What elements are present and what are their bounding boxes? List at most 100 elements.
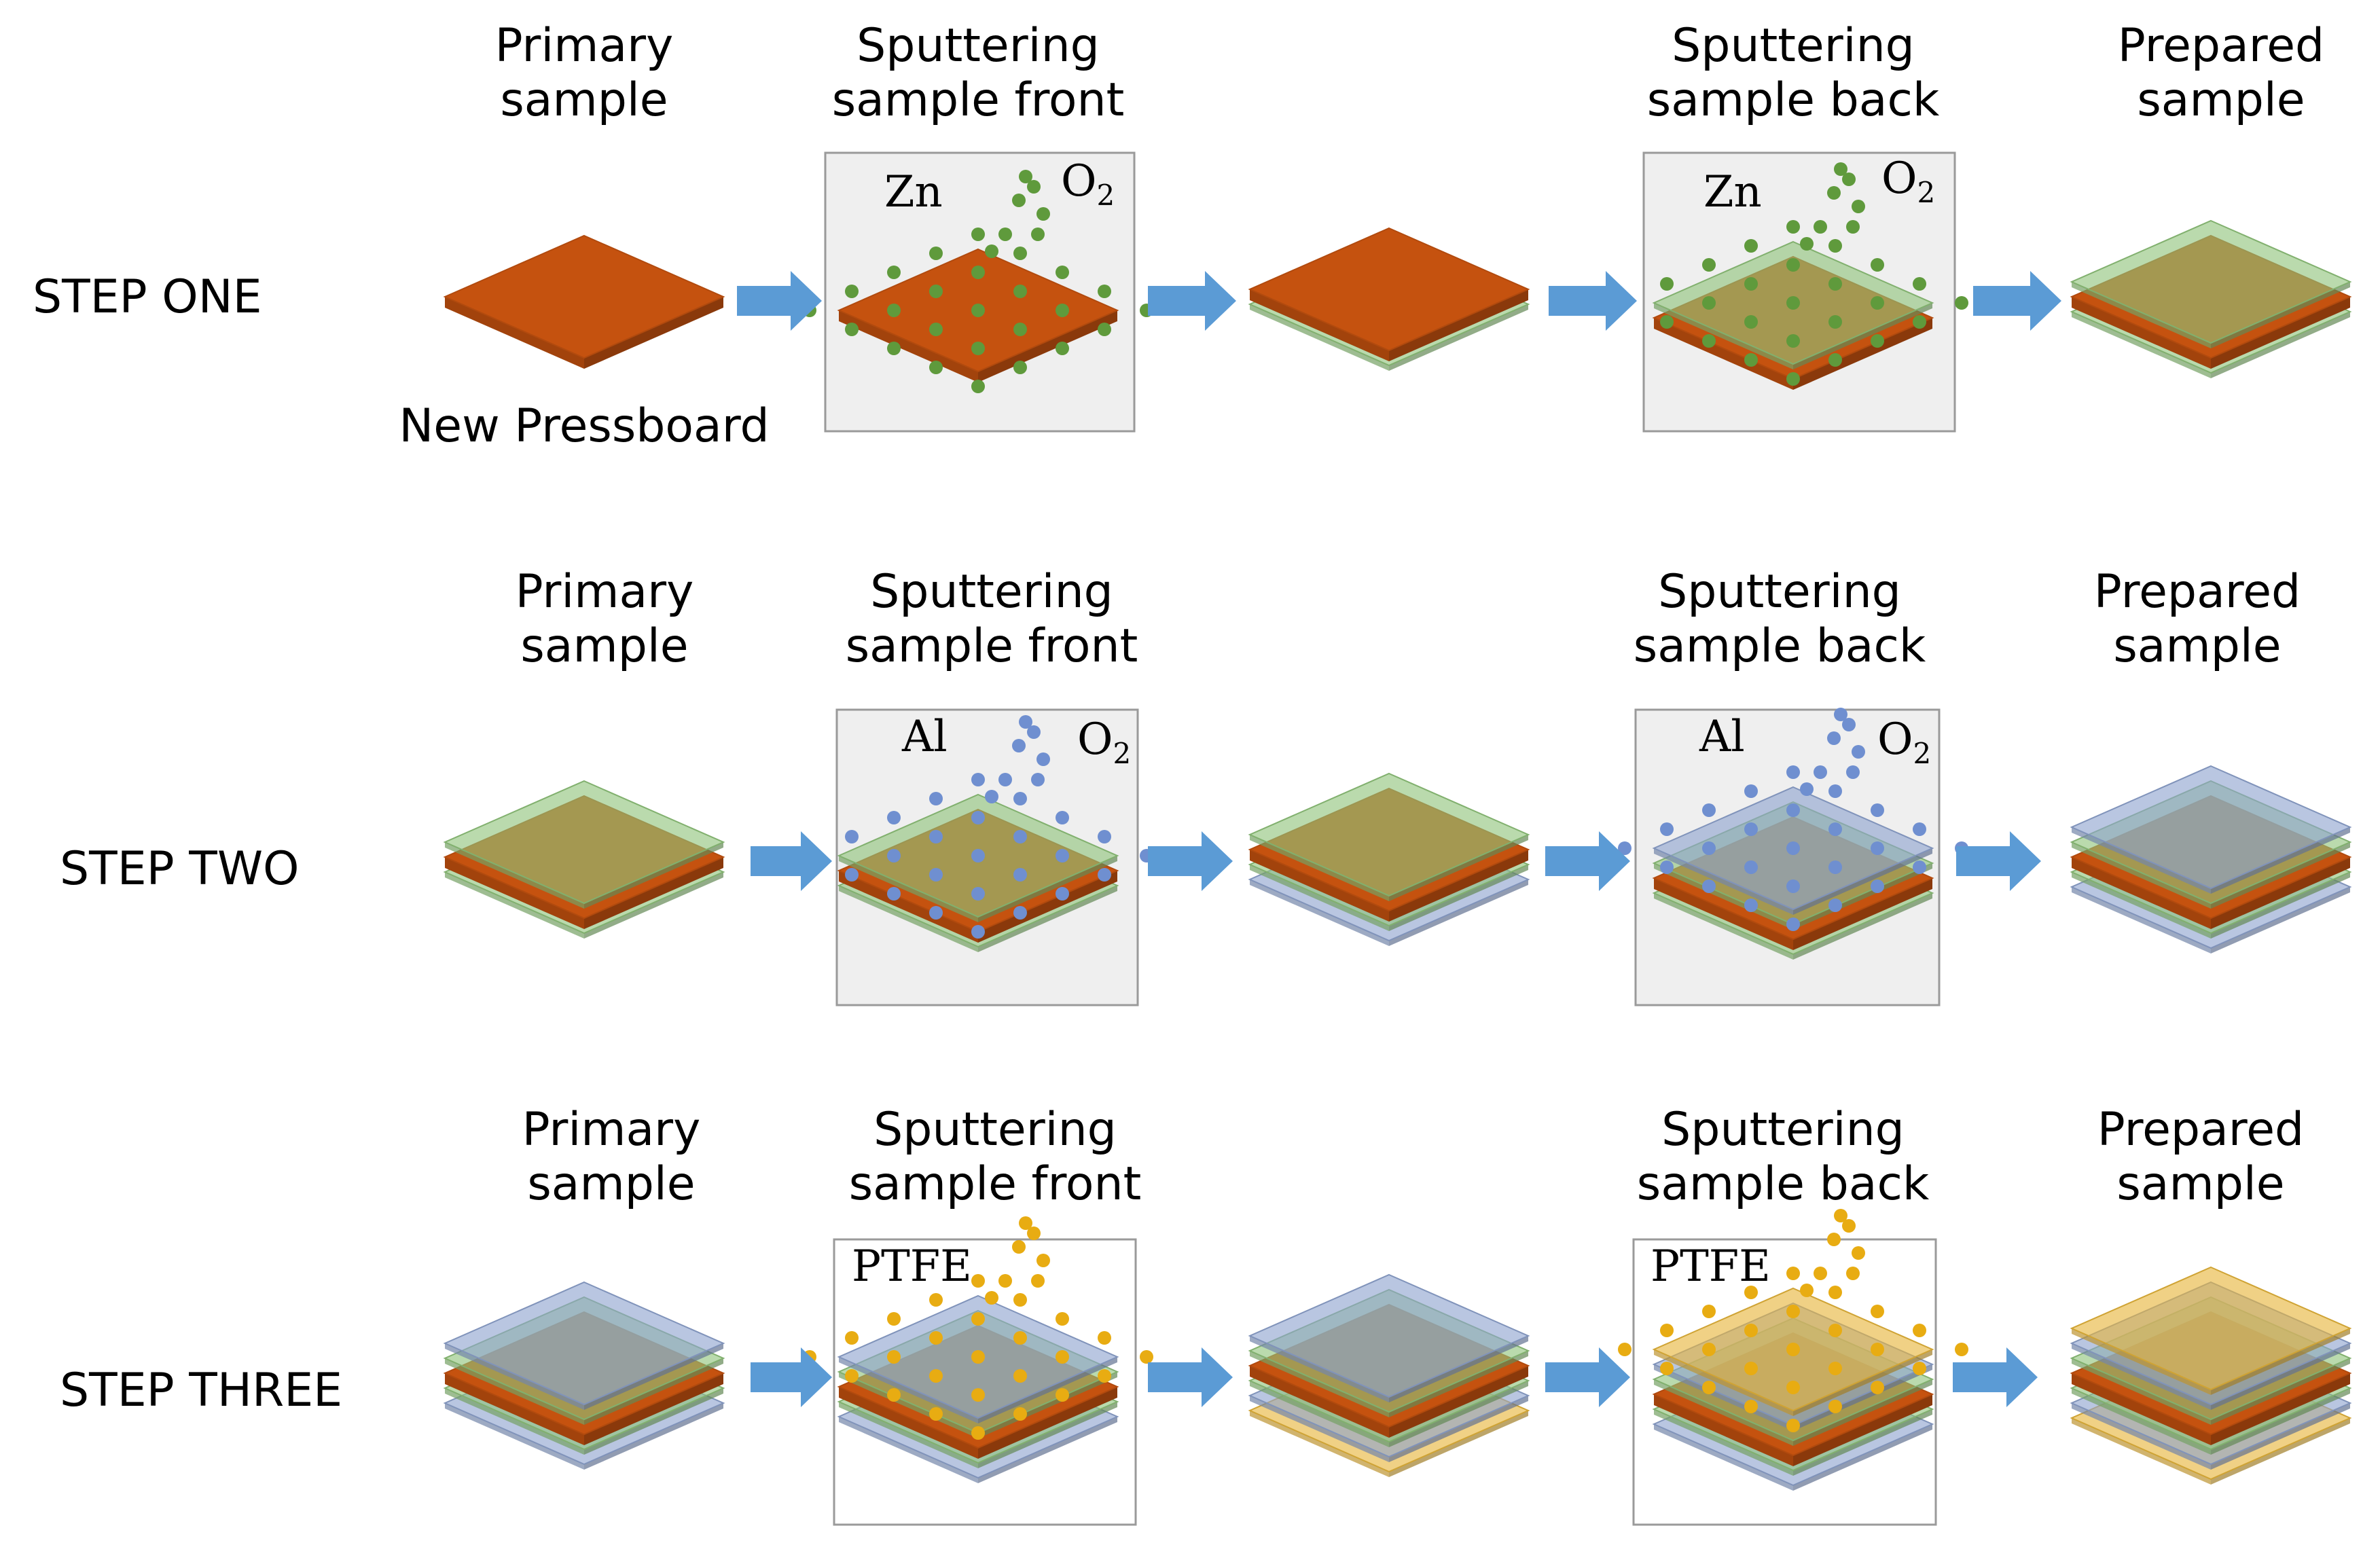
row1-back-sample-layer-0-edge-left xyxy=(1654,303,1793,369)
row2-front-particles-dot xyxy=(929,906,943,920)
row2-mid-sample-layer-1-edge-left xyxy=(1250,850,1389,922)
row1-back-particles-dot xyxy=(1828,315,1842,329)
row2-front-particles xyxy=(803,715,1153,939)
row2-front-particles-dot xyxy=(929,868,943,882)
row1-front-sample-layer-0-edge-left xyxy=(839,310,978,382)
row1-mid-sample xyxy=(1248,227,1530,371)
row2-back-particles-dot xyxy=(1660,822,1674,836)
row3-front-particles-dot xyxy=(971,1274,985,1288)
row3-prepared-sample-layer-4-edge-right xyxy=(2211,1388,2350,1455)
row1-back-particles-dot xyxy=(1786,334,1800,348)
row3-mid-sample-layer-4-edge-left xyxy=(1250,1396,1389,1462)
row3-back-sample-layer-2-edge-left xyxy=(1654,1379,1793,1446)
row2-arrow-2 xyxy=(1148,831,1233,891)
row2-mid-sample xyxy=(1248,772,1530,946)
row3-mid-sample-layer-0-edge-left xyxy=(1250,1336,1389,1402)
row1-back-gas-label: O2 xyxy=(1881,153,1936,209)
row2-back-particles-dot xyxy=(1828,898,1842,912)
row3-mid-sample-layer-3-edge-left xyxy=(1250,1381,1389,1447)
row2-back-particles-falling-dot xyxy=(1827,731,1841,745)
row1-back-particles-dot xyxy=(1660,277,1674,291)
row1-front-particles-falling-dot xyxy=(1031,228,1045,241)
row3-back-sample-layer-1-edge-left xyxy=(1654,1364,1793,1431)
row2-back-particles-falling-dot xyxy=(1842,718,1856,731)
row2-back-particles-dot xyxy=(1786,918,1800,931)
row1-front-particles-dot xyxy=(887,342,901,355)
row1-back-particles-dot xyxy=(1786,296,1800,310)
row2-back-particles-dot xyxy=(1744,860,1758,874)
row1-back-particles xyxy=(1618,162,1968,386)
row2-back-gas-label: O2 xyxy=(1877,714,1932,770)
row1-primary-sample xyxy=(443,234,725,369)
row2-front-particles-dot xyxy=(1056,811,1069,824)
row2-prepared-sample-layer-4-edge-right xyxy=(2211,887,2350,953)
row2-back-particles-dot xyxy=(1871,841,1884,855)
row3-primary-sample-layer-2-edge-right xyxy=(584,1373,723,1445)
row2-back-particles-dot xyxy=(1828,822,1842,836)
row2-back-particles-dot xyxy=(1871,879,1884,893)
row1-back-particles-falling-dot xyxy=(1827,186,1841,200)
row2-back-particles-dot xyxy=(1871,803,1884,817)
row3-front-target-label: PTFE xyxy=(852,1241,972,1292)
row3-back-sample-layer-5-edge-left xyxy=(1654,1424,1793,1491)
row3-back-particles-dot xyxy=(1744,1400,1758,1413)
row2-back-sample-layer-2-edge-right xyxy=(1793,878,1932,950)
row3-mid-sample-layer-1-edge-left xyxy=(1250,1351,1389,1417)
row3-primary-sample-layer-1-edge-right xyxy=(584,1358,723,1425)
row1-arrow-4 xyxy=(1973,271,2061,331)
row1-back-particles-dot xyxy=(1702,296,1716,310)
row1-arrow-1 xyxy=(737,271,822,331)
row2-front-particles-dot xyxy=(845,868,859,882)
row3-back-particles-dot xyxy=(1786,1267,1800,1280)
row1-prepared-sample-layer-2-edge-right xyxy=(2211,312,2350,378)
row2-prepared-sample xyxy=(2070,765,2352,953)
row3-front-particles-dot xyxy=(971,1426,985,1440)
row1-front-particles-dot xyxy=(1098,323,1111,336)
row3-mid-sample-layer-0-edge-right xyxy=(1389,1336,1528,1402)
row2-back-sample-layer-1-edge-right xyxy=(1793,863,1932,930)
row3-prepared-sample-layer-0-top xyxy=(2070,1266,2352,1391)
row2-prepared-sample-layer-2-edge-left xyxy=(2072,857,2211,929)
row1-arrow-2 xyxy=(1148,271,1236,331)
row3-prepared-sample-layer-4-edge-left xyxy=(2072,1388,2211,1455)
row3-prepared-sample-layer-3-edge-left xyxy=(2072,1373,2211,1445)
row3-back-particles-falling-dot xyxy=(1852,1246,1865,1260)
row1-front-particles-dot xyxy=(971,228,985,241)
row3-front-particles-falling-dot xyxy=(1019,1216,1032,1230)
row2-primary-sample-layer-0-top xyxy=(443,780,725,905)
row2-back-sample-layer-3-edge-left xyxy=(1654,893,1793,960)
row2-mid-sample-layer-0-edge-left xyxy=(1250,835,1389,901)
row1-back-particles-dot xyxy=(1702,258,1716,272)
row1-back-particles-dot xyxy=(1871,334,1884,348)
row3-front-particles-dot xyxy=(887,1350,901,1364)
row2-prepared-sample-layer-0-top xyxy=(2070,765,2352,890)
row2-front-particles-dot xyxy=(1013,792,1027,805)
row3-front-particles-falling-dot xyxy=(1012,1240,1026,1254)
row2-primary-sample-layer-0-edge-left xyxy=(445,842,584,909)
row1-front-particles-dot xyxy=(971,266,985,279)
row3-back-particles-dot xyxy=(1913,1362,1926,1375)
row3-back-particles-falling-dot xyxy=(1814,1267,1827,1280)
row2-back-particles-dot xyxy=(1744,898,1758,912)
row1-back-particles-dot xyxy=(1702,334,1716,348)
row3-mid-sample-layer-1-edge-right xyxy=(1389,1351,1528,1417)
row1-front-particles-dot xyxy=(1056,342,1069,355)
row3-back-particles-dot xyxy=(1913,1324,1926,1337)
row1-back-particles-falling-dot xyxy=(1814,220,1827,234)
row3-front-particles-falling-dot xyxy=(998,1274,1012,1288)
row1-front-particles-dot xyxy=(929,361,943,374)
row3-back-particles-dot xyxy=(1786,1381,1800,1394)
row2-front-sample-layer-1-edge-left xyxy=(839,871,978,943)
row1-front-particles-dot xyxy=(929,247,943,260)
row1-back-particles-falling-dot xyxy=(1800,237,1814,251)
row2-prepared-sample-layer-1-edge-right xyxy=(2211,842,2350,909)
row3-front-particles-dot xyxy=(845,1331,859,1345)
row2-front-particles-dot xyxy=(1098,868,1111,882)
row1-back-particles-dot xyxy=(1828,239,1842,253)
row3-primary-sample-layer-0-edge-left xyxy=(445,1343,584,1410)
